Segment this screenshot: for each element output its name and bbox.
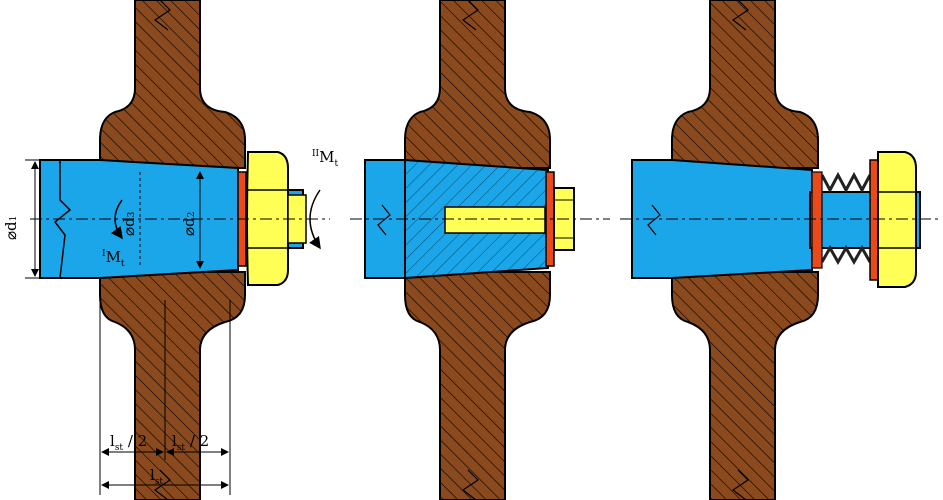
figure-1	[25, 0, 330, 500]
hub-section	[671, 0, 819, 169]
half-length-label-1: lst / 2	[110, 432, 148, 453]
hub-section	[99, 0, 246, 169]
washer	[869, 159, 879, 281]
torque-mt1-label: IMt	[102, 248, 125, 269]
torque-mt2-label: IIMt	[312, 148, 339, 169]
d1-label: ⌀d1	[2, 215, 20, 240]
hub-section	[404, 0, 551, 169]
total-length-label: lst	[150, 466, 164, 487]
d3-label: ⌀d3	[120, 211, 138, 236]
hub-section-lower	[99, 271, 246, 500]
hub-section-lower	[404, 271, 551, 500]
screw-shank	[444, 206, 546, 234]
disc-springs	[820, 171, 872, 194]
shaft-break-line	[53, 160, 72, 279]
disc-springs-lower	[820, 244, 872, 266]
figure-2	[350, 0, 610, 500]
half-length-label-2: lst / 2	[172, 432, 210, 453]
d2-label: ⌀d2	[180, 211, 198, 236]
figure-3	[620, 0, 940, 500]
hub-section-lower	[671, 271, 819, 500]
